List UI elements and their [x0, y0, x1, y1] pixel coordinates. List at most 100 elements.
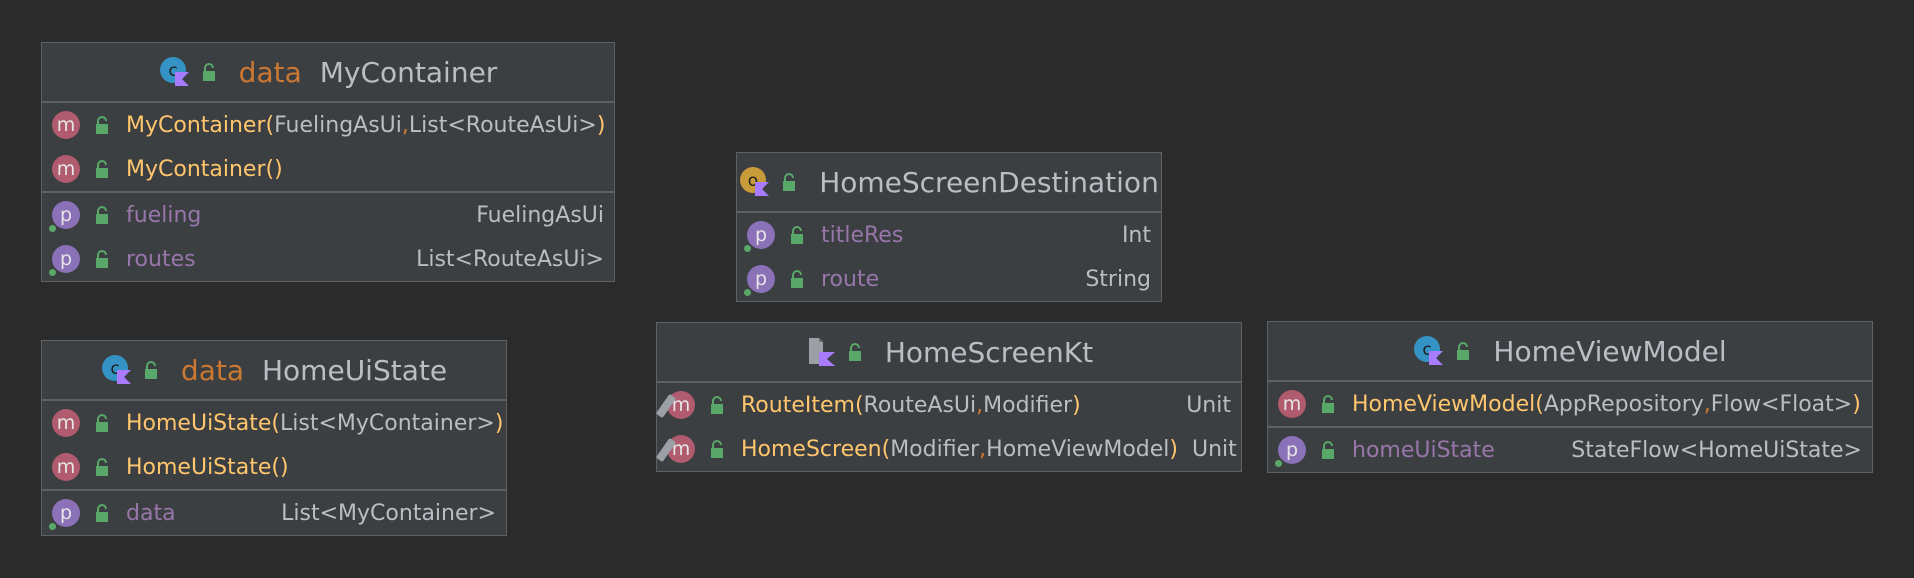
svg-text:c: c	[110, 359, 119, 379]
property-row[interactable]: p routes List<RouteAsUi>	[42, 237, 614, 281]
stereotype-label: data	[238, 55, 302, 89]
public-lock-icon	[96, 116, 108, 134]
property-type: List<MyContainer>	[281, 500, 496, 526]
class-node-homeviewmodel[interactable]: c HomeViewModel m HomeViewModel(AppRepos…	[1267, 321, 1873, 473]
method-name: HomeScreen	[741, 436, 882, 462]
property-icon: p	[747, 221, 775, 249]
public-lock-icon	[202, 63, 215, 81]
methods-section: m HomeViewModel(AppRepository, Flow<Floa…	[1268, 382, 1872, 428]
class-node-homescreendestination[interactable]: o HomeScreenDestination p titleRes Int p…	[736, 152, 1162, 302]
public-lock-icon	[848, 343, 861, 361]
public-lock-icon	[96, 160, 108, 178]
method-param: Modifier	[983, 392, 1073, 418]
object-kotlin-icon: o	[740, 167, 770, 196]
method-icon: m	[52, 111, 80, 139]
public-lock-icon	[1457, 342, 1470, 360]
property-row[interactable]: p titleRes Int	[737, 213, 1161, 257]
property-icon: p	[52, 499, 80, 527]
property-type: FuelingAsUi	[476, 202, 604, 228]
public-lock-icon	[711, 440, 723, 458]
method-icon: m	[1278, 390, 1306, 418]
class-node-mycontainer[interactable]: c data MyContainer m MyContainer(Fueling…	[41, 42, 615, 282]
kotlin-file-icon	[808, 338, 835, 366]
method-name: MyContainer	[126, 156, 266, 182]
method-row[interactable]: m HomeScreen(Modifier, HomeViewModel) Un…	[655, 427, 1241, 471]
public-lock-icon	[96, 250, 108, 268]
public-lock-icon	[791, 226, 803, 244]
method-row[interactable]: m MyContainer(FuelingAsUi, List<RouteAsU…	[42, 103, 614, 147]
property-row[interactable]: p homeUiState StateFlow<HomeUiState>	[1268, 428, 1872, 472]
method-name: HomeUiState	[126, 454, 272, 480]
property-row[interactable]: p data List<MyContainer>	[42, 491, 506, 535]
method-row[interactable]: m MyContainer()	[42, 147, 614, 191]
method-param: Flow<Float>	[1710, 391, 1853, 417]
public-lock-icon	[144, 361, 157, 379]
property-name: routes	[126, 246, 196, 272]
public-lock-icon	[1322, 441, 1334, 459]
property-name: titleRes	[821, 222, 904, 248]
public-lock-icon	[96, 458, 108, 476]
class-header: HomeScreenKt	[657, 323, 1241, 383]
method-param: Modifier	[890, 436, 980, 462]
properties-section: p homeUiState StateFlow<HomeUiState>	[1268, 428, 1872, 472]
class-node-homescreenkt[interactable]: HomeScreenKt m RouteItem(RouteAsUi, Modi…	[655, 322, 1242, 472]
public-lock-icon	[96, 206, 108, 224]
method-row[interactable]: m HomeUiState()	[42, 445, 506, 489]
methods-section: m MyContainer(FuelingAsUi, List<RouteAsU…	[42, 103, 614, 193]
public-lock-icon	[1322, 395, 1334, 413]
public-lock-icon	[96, 414, 108, 432]
method-param: FuelingAsUi	[274, 112, 402, 138]
property-row[interactable]: p fueling FuelingAsUi	[42, 193, 614, 237]
method-name: MyContainer	[126, 112, 266, 138]
method-param: List<MyContainer>	[280, 410, 495, 436]
property-type: List<RouteAsUi>	[416, 246, 604, 272]
public-lock-icon	[711, 396, 723, 414]
method-name: HomeViewModel	[1352, 391, 1536, 417]
property-type: StateFlow<HomeUiState>	[1571, 437, 1862, 463]
svg-text:o: o	[748, 171, 758, 191]
public-lock-icon	[96, 504, 108, 522]
method-name: HomeUiState	[126, 410, 272, 436]
methods-section: m RouteItem(RouteAsUi, Modifier) Unit m …	[655, 383, 1241, 471]
property-icon: p	[52, 245, 80, 273]
public-lock-icon	[791, 270, 803, 288]
svg-text:c: c	[1423, 340, 1432, 360]
property-name: data	[126, 500, 176, 526]
method-row[interactable]: m HomeUiState(List<MyContainer>)	[42, 401, 506, 445]
class-node-homeuistate[interactable]: c data HomeUiState m HomeUiState(List<My…	[41, 340, 507, 536]
class-header: o HomeScreenDestination	[737, 153, 1161, 213]
method-row[interactable]: m RouteItem(RouteAsUi, Modifier) Unit	[655, 383, 1241, 427]
class-header: c data HomeUiState	[42, 341, 506, 401]
property-name: route	[821, 266, 880, 292]
method-icon: m	[52, 155, 80, 183]
method-param: AppRepository	[1543, 391, 1704, 417]
method-param: RouteAsUi	[863, 392, 977, 418]
property-icon: p	[52, 201, 80, 229]
class-kotlin-icon: c	[101, 355, 131, 384]
property-icon: p	[747, 265, 775, 293]
property-type: String	[1085, 266, 1151, 292]
property-row[interactable]: p route String	[737, 257, 1161, 301]
property-type: Int	[1121, 222, 1151, 248]
method-row[interactable]: m HomeViewModel(AppRepository, Flow<Floa…	[1268, 382, 1872, 426]
properties-section: p data List<MyContainer>	[42, 491, 506, 535]
class-kotlin-icon: c	[1414, 336, 1444, 365]
return-type: Unit	[1192, 436, 1237, 462]
class-header: c data MyContainer	[42, 43, 614, 103]
svg-text:c: c	[168, 61, 177, 81]
method-name: RouteItem	[741, 392, 855, 418]
public-lock-icon	[783, 173, 796, 191]
properties-section: p titleRes Int p route String	[737, 213, 1161, 301]
class-header: c HomeViewModel	[1268, 322, 1872, 382]
method-icon: m	[667, 435, 695, 463]
class-name: HomeScreenDestination	[819, 165, 1159, 199]
class-name: MyContainer	[319, 55, 498, 89]
method-param: HomeViewModel	[986, 436, 1170, 462]
properties-section: p fueling FuelingAsUi p routes List<Rout…	[42, 193, 614, 281]
property-icon: p	[1278, 436, 1306, 464]
stereotype-label: data	[180, 353, 244, 387]
method-icon: m	[52, 409, 80, 437]
methods-section: m HomeUiState(List<MyContainer>) m HomeU…	[42, 401, 506, 491]
class-name: HomeViewModel	[1493, 334, 1727, 368]
property-name: fueling	[126, 202, 202, 228]
